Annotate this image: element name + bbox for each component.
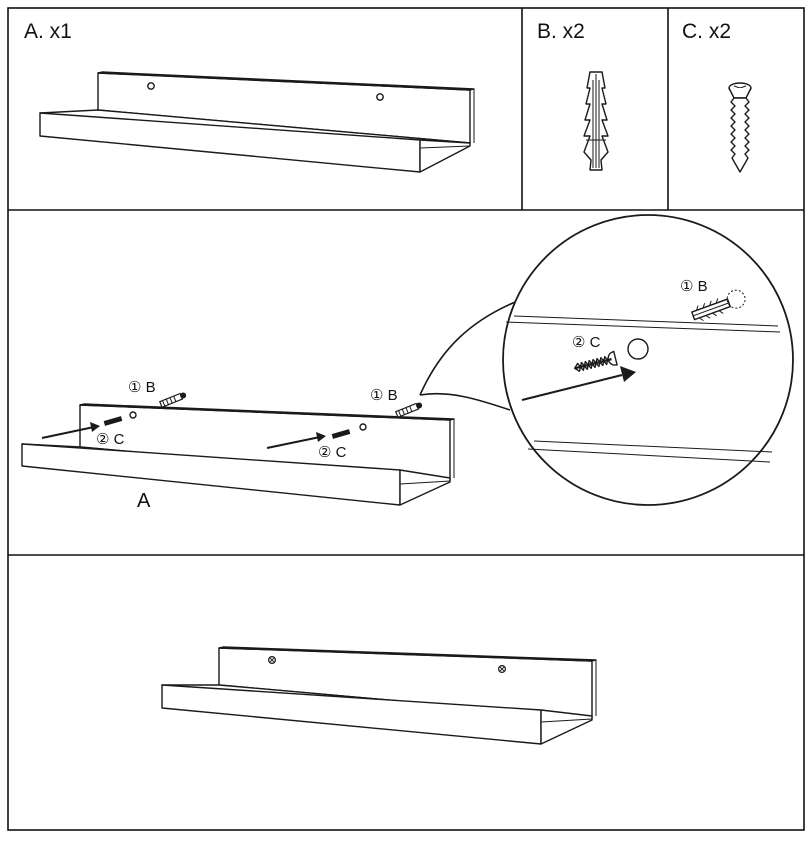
part-b-label: B. x2 <box>537 20 585 43</box>
part-b-anchor-drawing <box>583 71 609 171</box>
detail-view: ① B ② C <box>505 278 781 463</box>
label-anchor-left: ① B <box>128 379 156 396</box>
detail-anchor <box>691 289 746 322</box>
finished-shelf-drawing <box>161 646 597 745</box>
part-a-shelf-drawing <box>39 71 475 173</box>
label-screw-left: ② C <box>96 431 125 448</box>
part-c-label: C. x2 <box>682 20 731 43</box>
part-a-label: A. x1 <box>24 20 72 43</box>
detail-label-screw: ② C <box>572 334 601 351</box>
mounting-hole <box>359 423 367 431</box>
label-anchor-right: ① B <box>370 387 398 404</box>
installed-screw-icon <box>267 655 277 665</box>
mounting-hole <box>376 93 384 101</box>
panel-frames <box>7 7 805 831</box>
screw-small-right <box>331 429 351 439</box>
screw-small-left <box>103 416 123 426</box>
arrow-left <box>41 422 100 439</box>
mounting-step-drawing: ① B ② C ① B ② C A <box>21 214 794 512</box>
detail-callout <box>419 214 794 506</box>
installed-screw-icon <box>497 664 507 674</box>
label-screw-right: ② C <box>318 444 347 461</box>
detail-screw <box>573 350 618 372</box>
anchor-small-right <box>394 402 423 419</box>
detail-label-anchor: ① B <box>680 278 708 295</box>
mounting-hole <box>129 411 137 419</box>
arrow-right <box>266 432 326 449</box>
detail-mounting-hole <box>627 338 649 360</box>
detail-arrow <box>521 366 636 401</box>
anchor-small-left <box>158 392 187 409</box>
mounting-hole <box>147 82 155 90</box>
part-c-screw-drawing <box>728 82 752 173</box>
label-shelf: A <box>137 490 151 512</box>
